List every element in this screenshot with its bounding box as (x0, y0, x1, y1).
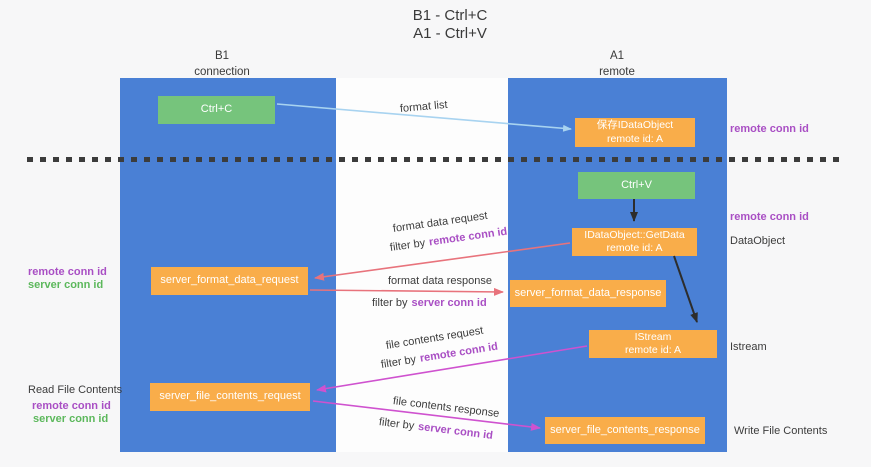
label-write-file-contents: Write File Contents (734, 425, 828, 437)
lane-header-b1: B1 connection (152, 49, 292, 80)
lane-a1-subtitle: remote (599, 65, 635, 78)
label-server-conn-id-left-1: server conn id (28, 279, 104, 291)
node-istream-line2: remote id: A (624, 344, 682, 356)
node-server-file-contents-response: server_file_contents_response (545, 417, 705, 444)
node-format-response-label: server_format_data_response (514, 286, 662, 299)
node-saved-dataobject-line2: remote id: A (606, 132, 664, 145)
lane-header-a1: A1 remote (547, 49, 687, 80)
label-remote-conn-id-left-2: remote conn id (32, 400, 111, 412)
node-istream: IStream remote id: A (589, 330, 717, 358)
node-getdata-line1: IDataObject::GetData (584, 228, 685, 241)
node-server-format-data-response: server_format_data_response (510, 280, 666, 307)
middle-band (336, 78, 508, 452)
lane-b1-subtitle: connection (194, 65, 250, 78)
lane-a1-name: A1 (609, 50, 625, 62)
title-line-2: A1 - Ctrl+V (413, 25, 487, 43)
node-server-file-contents-request: server_file_contents_request (150, 383, 310, 411)
session-separator-dashed-line (27, 157, 843, 162)
filter-by-text: filter by (372, 297, 408, 309)
label-server-conn-id-left-2: server conn id (33, 413, 109, 425)
label-format-data-response: format data response (388, 275, 492, 287)
node-ctrl-c-label: Ctrl+C (200, 103, 233, 116)
node-format-request-label: server_format_data_request (160, 274, 299, 287)
title-line-1: B1 - Ctrl+C (412, 7, 488, 24)
node-saved-dataobject-line1: 保存IDataObject (596, 119, 674, 132)
lane-b1-name: B1 (214, 50, 230, 62)
label-istream: Istream (730, 341, 767, 353)
node-istream-line1: IStream (634, 330, 672, 343)
node-getdata-line2: remote id: A (606, 242, 663, 254)
label-remote-conn-id-left-1: remote conn id (28, 266, 107, 278)
node-ctrl-v: Ctrl+V (578, 172, 695, 199)
server-conn-id-text: server conn id (411, 297, 487, 309)
diagram-title: B1 - Ctrl+C A1 - Ctrl+V (330, 7, 570, 44)
node-server-format-data-request: server_format_data_request (151, 267, 308, 295)
node-saved-dataobject: 保存IDataObject remote id: A (575, 118, 695, 147)
label-read-file-contents: Read File Contents (28, 384, 123, 396)
label-dataobject: DataObject (730, 235, 786, 247)
node-file-response-label: server_file_contents_response (550, 423, 700, 436)
node-file-request-label: server_file_contents_request (159, 390, 301, 403)
label-remote-conn-id-top-right: remote conn id (730, 123, 809, 135)
node-idataobject-getdata: IDataObject::GetData remote id: A (572, 228, 697, 256)
label-remote-conn-id-mid-right: remote conn id (730, 211, 809, 223)
node-ctrl-v-label: Ctrl+V (621, 178, 652, 191)
node-ctrl-c: Ctrl+C (158, 96, 275, 124)
